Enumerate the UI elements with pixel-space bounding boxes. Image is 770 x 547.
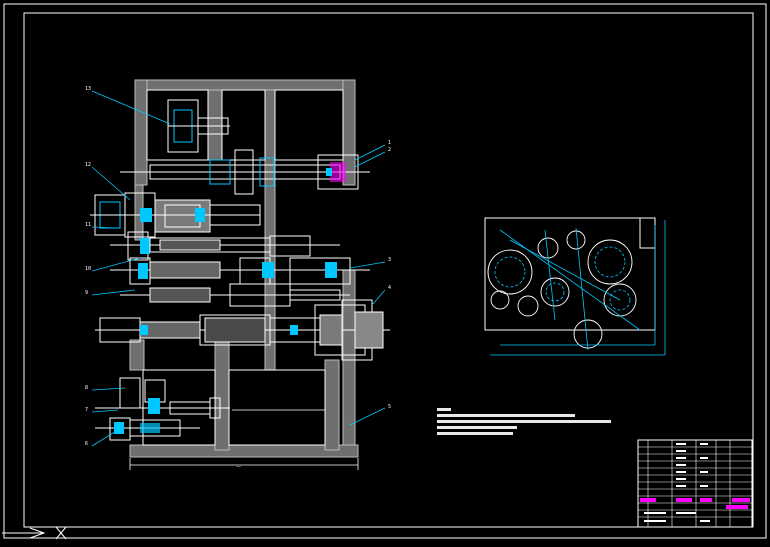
shaft-2-assembly xyxy=(90,192,261,238)
dim-text-width: —— xyxy=(236,464,241,469)
shaft-3 xyxy=(110,231,340,261)
callout-4: 4 xyxy=(388,285,392,291)
output-shaft xyxy=(95,299,390,361)
lower-shaft-assembly xyxy=(95,377,230,441)
callout-1: 1 xyxy=(388,140,392,146)
gear-layout-view xyxy=(484,217,666,356)
outer-border xyxy=(3,3,767,539)
shaft-5 xyxy=(120,283,350,307)
ucs-arrow-icon xyxy=(2,526,67,540)
callout-12: 12 xyxy=(85,162,92,168)
pitch-circles xyxy=(490,220,666,356)
housing-walls xyxy=(129,79,359,458)
callout-11: 11 xyxy=(85,222,92,228)
leader-lines xyxy=(91,90,386,447)
callout-10: 10 xyxy=(85,266,92,272)
callout-2: 2 xyxy=(388,147,392,153)
callout-9: 9 xyxy=(85,290,89,296)
callout-3: 3 xyxy=(388,257,392,263)
callout-7: 7 xyxy=(85,407,89,413)
shaft-1 xyxy=(120,149,370,195)
title-block xyxy=(637,439,753,528)
gearbox-section-view: —— xyxy=(90,79,390,470)
title-block-text-marks xyxy=(644,443,710,522)
callout-13: 13 xyxy=(85,86,92,92)
gear-circles xyxy=(487,230,637,349)
technical-notes xyxy=(437,408,611,435)
gear-top xyxy=(167,99,230,153)
title-block-highlights xyxy=(640,498,750,509)
callout-5: 5 xyxy=(388,404,392,410)
callout-8: 8 xyxy=(85,385,89,391)
shaft-4 xyxy=(110,257,370,285)
inner-border xyxy=(23,12,754,528)
dimension-lines xyxy=(129,409,359,470)
callout-6: 6 xyxy=(85,441,89,447)
